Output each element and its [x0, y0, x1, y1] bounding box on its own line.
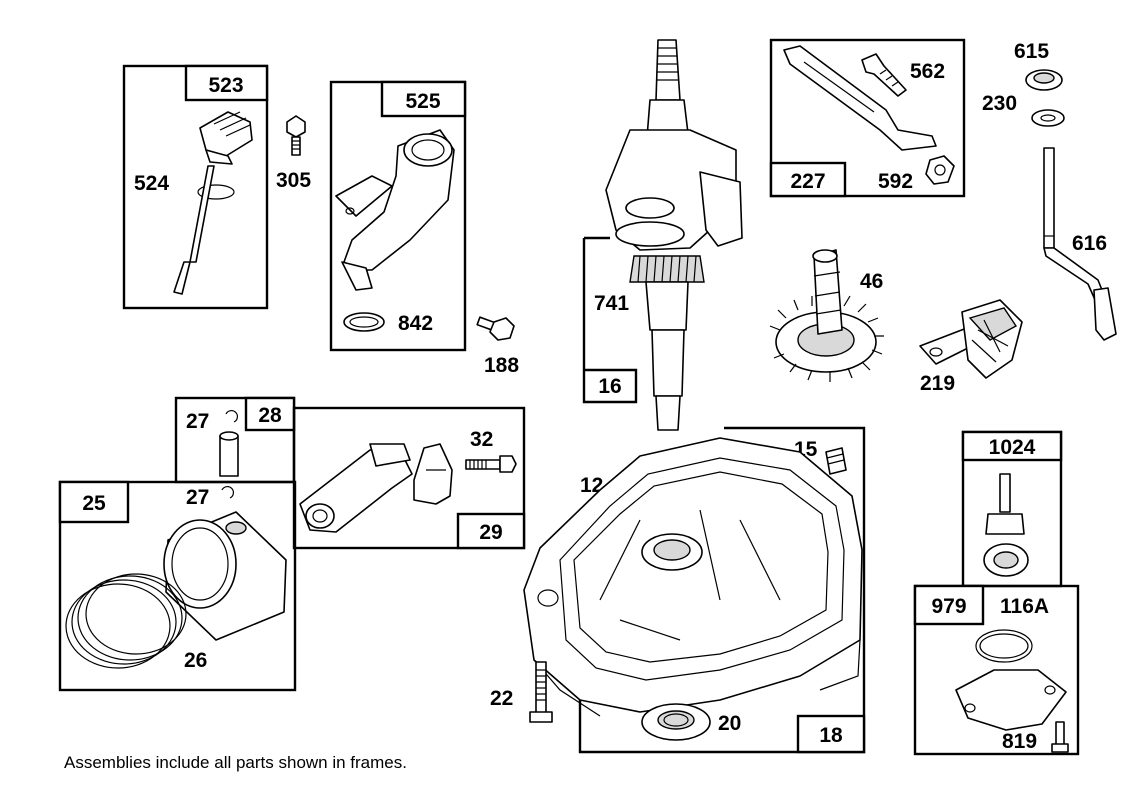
piston-pin: [219, 431, 239, 477]
seal-20: [641, 703, 711, 741]
bolt-32: [465, 455, 517, 473]
label-20: 20: [718, 712, 741, 735]
oring-842: [343, 312, 385, 332]
label-819: 819: [1002, 730, 1037, 753]
frame-979: 979 116A 819: [913, 584, 1080, 756]
governor-219: [919, 299, 1023, 379]
label-523: 523: [208, 74, 243, 97]
label-188: 188: [484, 354, 519, 377]
bolt-819: [1051, 721, 1069, 753]
label-592: 592: [878, 170, 913, 193]
piston-rings-26: [65, 573, 187, 669]
bolt-22: [529, 661, 553, 723]
footnote: Assemblies include all parts shown in fr…: [64, 753, 407, 772]
frame-523: 523 524: [122, 64, 269, 310]
frame-16: 16 741: [582, 236, 638, 404]
label-616: 616: [1072, 232, 1107, 255]
piston-part: [163, 511, 287, 641]
camshaft-gear-46: [769, 249, 884, 382]
label-562: 562: [910, 60, 945, 83]
label-16: 16: [598, 375, 621, 398]
label-305: 305: [276, 169, 311, 192]
sump-part: [523, 437, 863, 717]
bolt-305: [286, 115, 306, 156]
label-25: 25: [82, 492, 106, 515]
label-524: 524: [134, 172, 169, 195]
crankshaft-part: [605, 39, 743, 431]
label-741: 741: [594, 292, 629, 315]
connecting-rod-part: [299, 443, 453, 533]
governor-shaft-parts: [1025, 69, 1117, 341]
label-1024: 1024: [989, 436, 1036, 459]
frame-25: 25 27 26: [58, 480, 297, 692]
frame-525: 525 842: [329, 80, 467, 352]
oil-pump-part: [983, 473, 1029, 577]
bolt-188: [476, 316, 515, 341]
label-22: 22: [490, 687, 513, 710]
label-116A: 116A: [1000, 595, 1049, 618]
label-12: 12: [580, 474, 603, 497]
label-18: 18: [819, 724, 843, 747]
clip-27b: [221, 486, 234, 499]
label-26: 26: [184, 649, 207, 672]
frame-227: 227 562 592: [769, 38, 966, 198]
plug-15: [825, 447, 847, 475]
frame-18: 18 12 15 20: [523, 426, 866, 754]
pump-cover-part: [955, 669, 1067, 731]
label-219: 219: [920, 372, 955, 395]
label-46: 46: [860, 270, 883, 293]
label-615: 615: [1014, 40, 1049, 63]
label-842: 842: [398, 312, 433, 335]
label-29: 29: [479, 521, 502, 544]
frame-29: 29 32: [292, 406, 526, 550]
label-32: 32: [470, 428, 493, 451]
label-27b: 27: [186, 486, 209, 509]
oring-116A: [975, 629, 1033, 663]
label-27a: 27: [186, 410, 209, 433]
fill-tube-part: [335, 129, 455, 291]
frame-28: 28 27: [174, 396, 296, 484]
label-227: 227: [790, 170, 825, 193]
clip-27a: [225, 410, 238, 423]
label-525: 525: [405, 90, 440, 113]
frame-1024: 1024: [961, 430, 1063, 588]
label-28: 28: [258, 404, 282, 427]
dipstick-part: [173, 111, 253, 295]
label-979: 979: [931, 595, 966, 618]
label-230: 230: [982, 92, 1017, 115]
lever-part: [783, 45, 955, 185]
